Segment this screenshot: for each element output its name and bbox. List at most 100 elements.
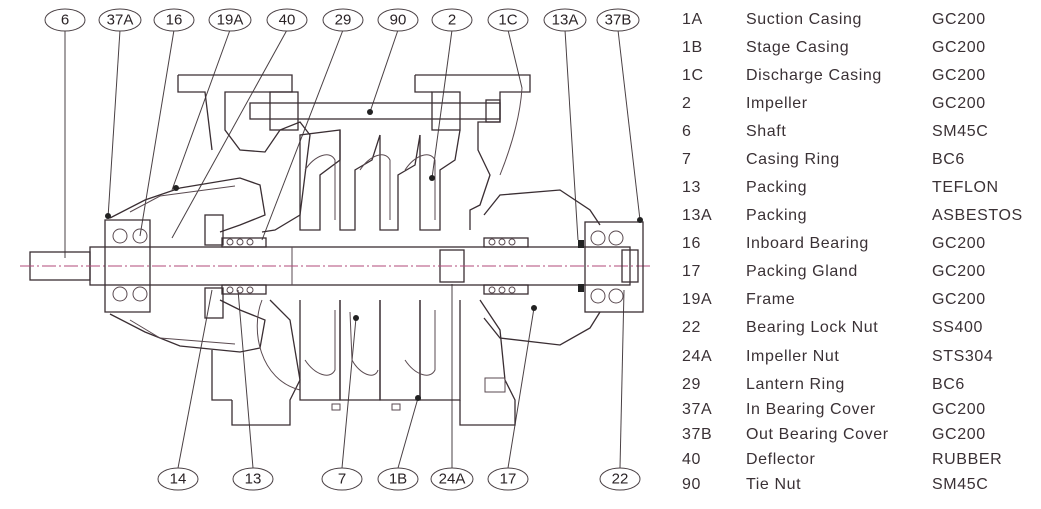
callout-1C: 1C (487, 8, 529, 32)
svg-text:1B: 1B (389, 471, 407, 488)
part-name: Impeller Nut (746, 348, 840, 365)
svg-text:17: 17 (500, 471, 517, 488)
part-name: Casing Ring (746, 151, 840, 168)
part-material: GC200 (932, 263, 986, 280)
part-name: Deflector (746, 451, 816, 468)
part-number: 1A (682, 11, 703, 28)
part-number: 1C (682, 67, 704, 84)
part-number: 6 (682, 123, 692, 140)
svg-text:16: 16 (166, 12, 183, 29)
discharge-casing (414, 74, 601, 426)
pump-sectional-drawing: 6 37A 16 19A 40 29 90 2 1C 13A 37B 14 13… (20, 8, 650, 491)
svg-text:6: 6 (61, 12, 69, 29)
leader-lines-bottom (177, 284, 625, 469)
svg-text:13A: 13A (552, 12, 579, 29)
callout-14: 14 (157, 467, 199, 491)
part-name: Stage Casing (746, 39, 850, 56)
callout-2: 2 (431, 8, 473, 32)
part-number: 90 (682, 476, 701, 493)
part-material: GC200 (932, 95, 986, 112)
part-material: GC200 (932, 401, 986, 418)
svg-text:37B: 37B (605, 12, 632, 29)
callout-37B: 37B (596, 8, 640, 32)
callout-19A: 19A (208, 8, 252, 32)
callout-37A: 37A (98, 8, 142, 32)
part-number: 1B (682, 39, 703, 56)
part-material: GC200 (932, 291, 986, 308)
callout-29: 29 (322, 8, 364, 32)
part-material: SM45C (932, 476, 989, 493)
callout-22: 22 (599, 467, 641, 491)
part-name: Bearing Lock Nut (746, 319, 879, 336)
callout-7: 7 (321, 467, 363, 491)
callout-24A: 24A (430, 467, 474, 491)
callout-13A: 13A (543, 8, 587, 32)
part-number: 7 (682, 151, 692, 168)
svg-text:13: 13 (245, 471, 262, 488)
svg-text:29: 29 (335, 12, 352, 29)
part-material: GC200 (932, 39, 986, 56)
callouts-top: 6 37A 16 19A 40 29 90 2 1C 13A 37B (44, 8, 640, 32)
part-name: Packing Gland (746, 263, 858, 280)
left-stuffing-box (204, 214, 267, 319)
part-name: In Bearing Cover (746, 401, 876, 418)
part-number: 13 (682, 179, 701, 196)
part-number: 13A (682, 207, 713, 224)
right-bearing-housing (578, 217, 644, 313)
part-name: Lantern Ring (746, 376, 845, 393)
part-number: 16 (682, 235, 701, 252)
part-number: 37B (682, 426, 713, 443)
svg-text:14: 14 (170, 471, 187, 488)
part-name: Suction Casing (746, 11, 863, 28)
part-number: 2 (682, 95, 692, 112)
part-number: 19A (682, 291, 713, 308)
part-material: BC6 (932, 151, 965, 168)
part-material: GC200 (932, 67, 986, 84)
svg-text:7: 7 (338, 471, 346, 488)
part-material: SS400 (932, 319, 984, 336)
callout-1B: 1B (377, 467, 419, 491)
suction-casing (177, 74, 311, 426)
part-name: Frame (746, 291, 796, 308)
part-name: Tie Nut (746, 476, 802, 493)
svg-text:40: 40 (279, 12, 296, 29)
part-material: SM45C (932, 123, 989, 140)
callout-6: 6 (44, 8, 86, 32)
callout-17: 17 (487, 467, 529, 491)
impeller-stages-lower (299, 300, 461, 411)
part-name: Packing (746, 207, 808, 224)
svg-text:22: 22 (612, 471, 629, 488)
svg-text:19A: 19A (217, 12, 244, 29)
part-name: Out Bearing Cover (746, 426, 889, 443)
svg-text:24A: 24A (439, 471, 466, 488)
callout-90: 90 (377, 8, 419, 32)
part-material: RUBBER (932, 451, 1003, 468)
part-name: Packing (746, 179, 808, 196)
svg-text:2: 2 (448, 12, 456, 29)
leader-lines-top (64, 29, 641, 258)
callouts-bottom: 14 13 7 1B 24A 17 22 (157, 467, 641, 491)
part-material: TEFLON (932, 179, 999, 196)
part-number: 29 (682, 376, 701, 393)
part-material: GC200 (932, 426, 986, 443)
part-number: 17 (682, 263, 701, 280)
part-material: GC200 (932, 11, 986, 28)
svg-text:90: 90 (390, 12, 407, 29)
part-name: Impeller (746, 95, 808, 112)
callout-40: 40 (266, 8, 308, 32)
part-name: Discharge Casing (746, 67, 882, 84)
impeller-stages-upper (299, 129, 461, 231)
part-number: 37A (682, 401, 713, 418)
callout-16: 16 (153, 8, 195, 32)
svg-text:1C: 1C (498, 12, 517, 29)
part-material: STS304 (932, 348, 994, 365)
shaft (20, 246, 650, 286)
part-name: Shaft (746, 123, 787, 140)
part-number: 22 (682, 319, 701, 336)
part-number: 40 (682, 451, 701, 468)
left-bearing-housing (104, 177, 266, 353)
part-material: BC6 (932, 376, 965, 393)
svg-text:37A: 37A (107, 12, 134, 29)
part-number: 24A (682, 348, 713, 365)
part-material: ASBESTOS (932, 207, 1023, 224)
